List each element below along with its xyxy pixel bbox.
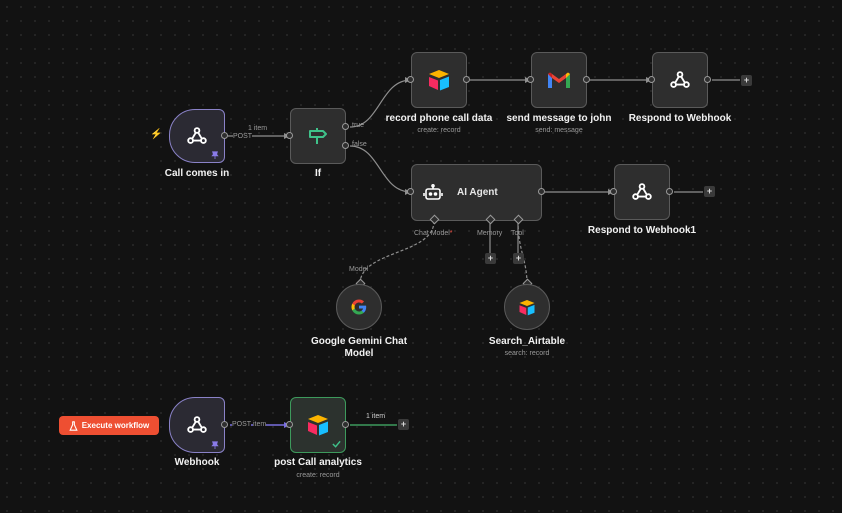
pin-icon <box>211 151 219 159</box>
respond-webhook1-node[interactable] <box>614 164 670 220</box>
send-message-sub: send: message <box>535 127 583 134</box>
tool-port-label: Tool <box>511 230 524 237</box>
gmail-icon <box>548 72 570 88</box>
record-phone-call-input[interactable] <box>407 76 414 83</box>
respond-webhook-node[interactable] <box>652 52 708 108</box>
ai-agent-input[interactable] <box>407 188 414 195</box>
webhook-icon <box>632 183 652 200</box>
post-call-analytics-output[interactable] <box>342 421 349 428</box>
respond-webhook-input[interactable] <box>648 76 655 83</box>
add-after-post-call[interactable]: + <box>398 419 409 430</box>
add-memory-button[interactable]: + <box>485 253 496 264</box>
edge-item-count-top: 1 item <box>248 125 268 132</box>
search-airtable-label: Search_Airtable <box>488 336 566 347</box>
post-call-analytics-input[interactable] <box>286 421 293 428</box>
edge-item-label-bottom: item <box>253 421 267 428</box>
edge-item-count-bottom: 1 item <box>366 413 386 420</box>
call-comes-in-output[interactable] <box>221 132 228 139</box>
webhook-icon <box>187 127 207 144</box>
record-phone-call-sub: create: record <box>417 127 461 134</box>
pin-icon <box>211 441 219 449</box>
chat-model-text: Chat Model <box>414 230 450 237</box>
respond-webhook1-input[interactable] <box>610 188 617 195</box>
send-message-label: send message to john <box>506 113 612 124</box>
add-after-respond-webhook[interactable]: + <box>741 75 752 86</box>
post-call-analytics-sub: create: record <box>296 472 340 479</box>
ai-agent-output[interactable] <box>538 188 545 195</box>
required-mark: * <box>449 230 453 237</box>
respond-webhook-output[interactable] <box>704 76 711 83</box>
record-phone-call-output[interactable] <box>463 76 470 83</box>
if-label: If <box>314 168 322 179</box>
respond-webhook1-output[interactable] <box>666 188 673 195</box>
if-false-output[interactable] <box>342 142 349 149</box>
memory-port-label: Memory <box>477 230 503 237</box>
google-icon <box>351 299 367 315</box>
gemini-chat-model-label: Google Gemini Chat Model <box>310 336 408 359</box>
respond-webhook1-label: Respond to Webhook1 <box>587 225 697 236</box>
post-call-analytics-label: post Call analytics <box>274 457 362 468</box>
send-message-node[interactable] <box>531 52 587 108</box>
airtable-icon <box>429 70 449 91</box>
add-tool-button[interactable]: + <box>513 253 524 264</box>
add-after-respond-webhook1[interactable]: + <box>704 186 715 197</box>
record-phone-call-node[interactable] <box>411 52 467 108</box>
execute-workflow-button[interactable]: Execute workflow <box>59 416 159 435</box>
airtable-icon <box>308 415 328 436</box>
lightning-icon: ⚡ <box>150 129 163 140</box>
check-icon <box>332 440 341 448</box>
ai-agent-label: AI Agent <box>457 187 498 198</box>
send-message-input[interactable] <box>527 76 534 83</box>
ai-agent-node[interactable]: AI Agent <box>411 164 542 221</box>
webhook-icon <box>670 71 690 88</box>
if-true-output[interactable] <box>342 123 349 130</box>
record-phone-call-label: record phone call data <box>385 113 493 124</box>
execute-workflow-label: Execute workflow <box>81 421 150 430</box>
edge-method-top: POST <box>233 133 253 140</box>
webhook-node[interactable] <box>169 397 225 453</box>
search-airtable-node[interactable] <box>504 284 550 330</box>
respond-webhook-label: Respond to Webhook <box>628 113 732 124</box>
if-input[interactable] <box>286 132 293 139</box>
robot-icon <box>423 183 443 200</box>
model-port-label: Model <box>349 266 369 273</box>
webhook-icon <box>187 416 207 433</box>
if-node[interactable] <box>290 108 346 164</box>
if-icon <box>309 128 327 144</box>
webhook-output[interactable] <box>221 421 228 428</box>
chat-model-port-label: Chat Model* <box>414 230 453 237</box>
gemini-chat-model-node[interactable] <box>336 284 382 330</box>
true-branch-label: true <box>352 122 365 129</box>
send-message-output[interactable] <box>583 76 590 83</box>
false-branch-label: false <box>352 141 367 148</box>
call-comes-in-label: Call comes in <box>164 168 230 179</box>
webhook-label: Webhook <box>174 457 220 468</box>
edge-method-bottom: POST <box>232 421 252 428</box>
airtable-icon <box>519 299 535 315</box>
search-airtable-sub: search: record <box>504 350 550 357</box>
flask-icon <box>69 420 78 431</box>
post-call-analytics-node[interactable] <box>290 397 346 453</box>
call-comes-in-node[interactable] <box>169 109 225 163</box>
